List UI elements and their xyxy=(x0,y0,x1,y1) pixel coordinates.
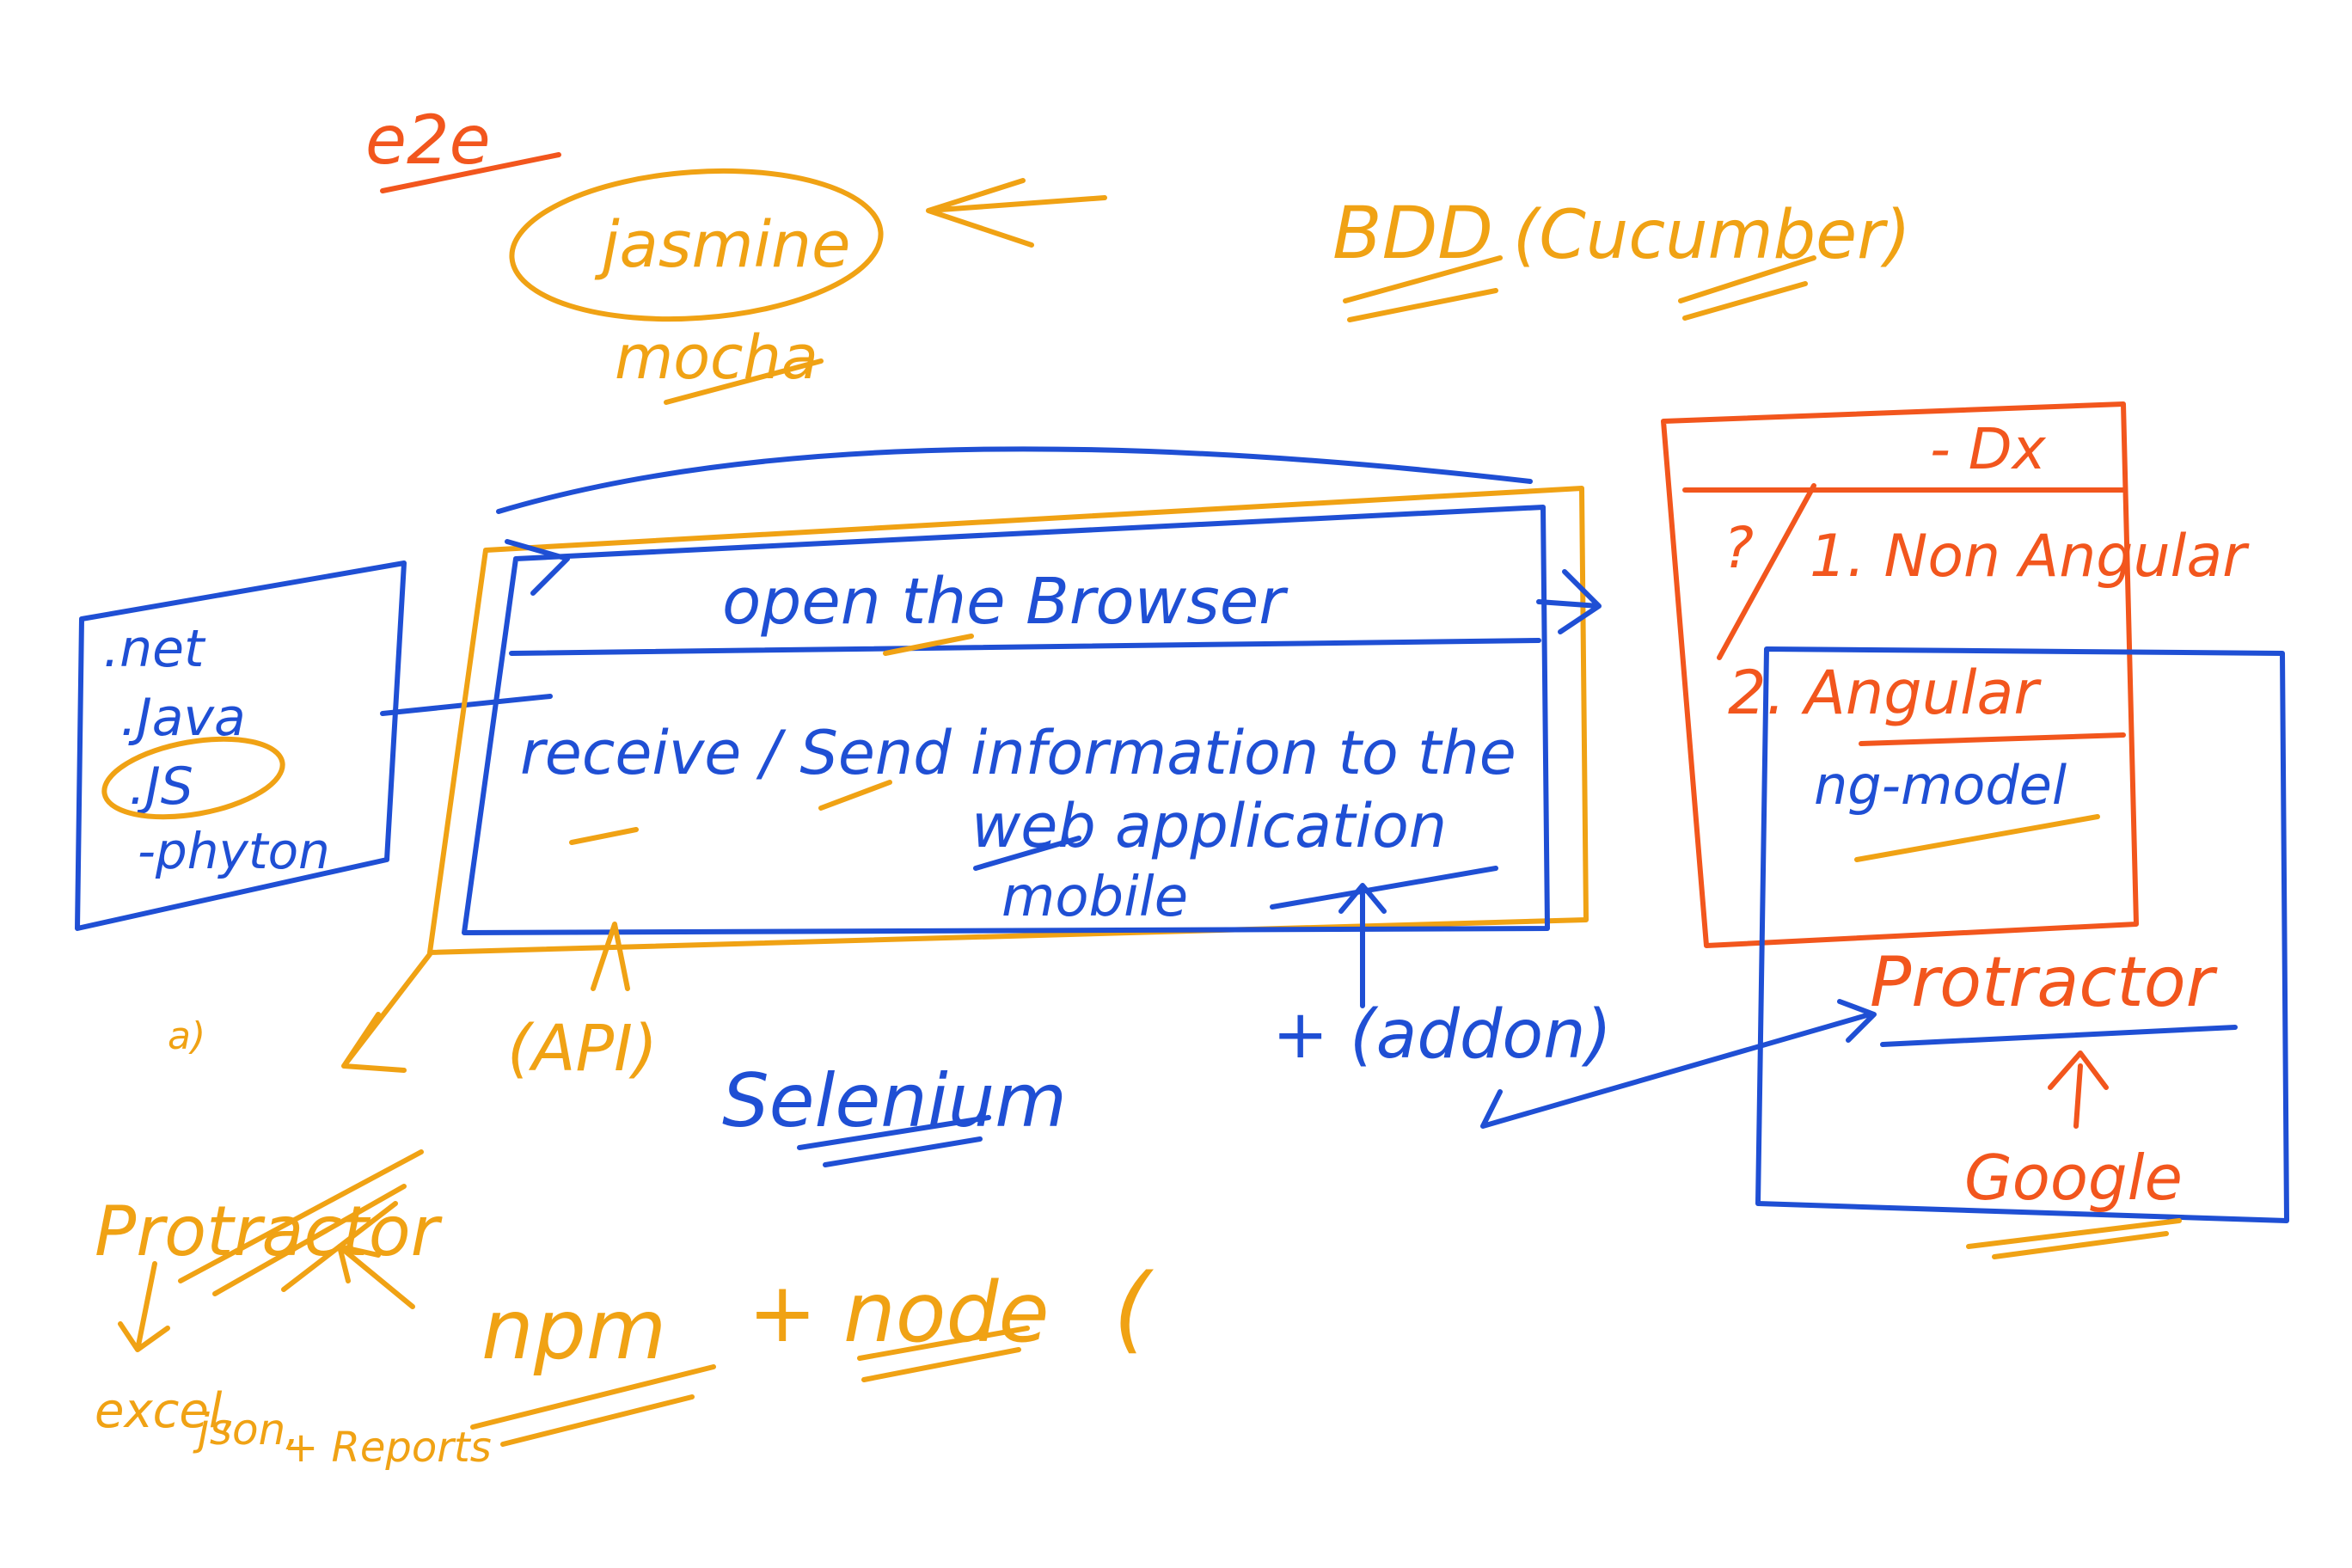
blue-frame xyxy=(1755,646,2289,1223)
protractor-label: Protractor xyxy=(1870,942,2219,1022)
e2e-group: e2e xyxy=(365,102,561,193)
main-line3: mobile xyxy=(1001,866,1188,929)
node-underline xyxy=(857,1326,1030,1382)
bdd-group: BDD (Cucumber) xyxy=(1332,191,1911,322)
bullet-mark: a) xyxy=(168,1014,205,1058)
question-mark: ? xyxy=(1724,515,1754,581)
js-circle xyxy=(101,736,285,820)
e2e-label: e2e xyxy=(365,102,491,180)
api-arrow xyxy=(591,922,630,991)
red-slash xyxy=(1717,483,1816,660)
mocha-underline xyxy=(664,358,824,405)
google-label: Google xyxy=(1964,1142,2183,1214)
google-up-arrow xyxy=(2048,1050,2109,1129)
main-line2: web application xyxy=(971,791,1447,861)
lang-python: -phyton xyxy=(138,822,330,880)
addon-group: + (addon) xyxy=(1272,883,1877,1129)
selenium-underline xyxy=(797,1115,991,1167)
main-blue-frame xyxy=(462,505,1550,935)
main-browser-box: open the Browser receive / Send informat… xyxy=(427,446,1602,955)
right-blue-box: ng-model Protractor Google xyxy=(1755,646,2289,1259)
dx-label: - Dx xyxy=(1930,416,2047,482)
bdd-label: BDD xyxy=(1332,191,1493,275)
languages-box: .net .Java .JS -phyton xyxy=(75,560,553,931)
protractor-arrow xyxy=(341,952,432,1073)
api-label: (API) xyxy=(507,1012,658,1086)
main-orange-frame xyxy=(427,486,1589,955)
npm-label: npm xyxy=(481,1282,666,1378)
jasmine-group: jasmine mocha xyxy=(509,168,1107,405)
web-underline xyxy=(973,836,1081,871)
google-underline xyxy=(1966,1218,2182,1259)
lang-net: .net xyxy=(103,619,206,679)
bdd-underline xyxy=(1343,255,1503,322)
e2e-underline xyxy=(380,152,561,193)
ng-model-underline xyxy=(1854,814,2100,862)
main-right-arrow xyxy=(1536,569,1602,634)
ng-model-label: ng-model xyxy=(1814,754,2067,817)
reports-arrow xyxy=(337,1244,415,1309)
protractor-underline xyxy=(1880,1025,2238,1047)
addon-connector xyxy=(1480,999,1877,1129)
jasmine-circle xyxy=(509,168,884,322)
angular-underline xyxy=(1859,732,2126,746)
title-underline xyxy=(883,634,974,656)
jasmine-arrow xyxy=(926,178,1107,248)
languages-frame xyxy=(75,560,407,931)
bottom-left-group: a) (API) Selenium Protractor excel, json… xyxy=(95,922,1154,1472)
red-frame xyxy=(1661,401,2139,948)
main-title: open the Browser xyxy=(722,565,1289,639)
reports-label: + Reports xyxy=(284,1424,492,1472)
excel-label: excel, xyxy=(95,1383,237,1439)
main-line1: receive / Send information to the xyxy=(520,718,1516,788)
open-paren: ( xyxy=(1113,1253,1154,1363)
node-label: + node xyxy=(748,1265,1050,1361)
item1-label: 1. Non Angular xyxy=(1810,523,2250,591)
json-label: json, xyxy=(193,1405,299,1455)
item2-label: 2. Angular xyxy=(1728,658,2042,728)
addon-label: + (addon) xyxy=(1272,996,1612,1074)
right-red-box: - Dx ? 1. Non Angular 2. Angular xyxy=(1661,401,2250,948)
main-divider xyxy=(509,638,1541,656)
main-left-arrow xyxy=(505,539,570,596)
main-top-arc xyxy=(496,446,1533,514)
selenium-label: Selenium xyxy=(722,1058,1067,1144)
lang-js: .JS xyxy=(129,756,193,817)
addon-up-arrow xyxy=(1338,883,1387,1008)
cucumber-label: (Cucumber) xyxy=(1513,197,1911,274)
excel-arrow xyxy=(118,1261,170,1352)
cucumber-underline xyxy=(1678,255,1816,321)
jasmine-label: jasmine xyxy=(594,208,851,282)
mocha-label: mocha xyxy=(615,322,818,393)
main-orange-ticks xyxy=(569,780,892,845)
mobile-underline xyxy=(1270,866,1498,910)
npm-underline xyxy=(470,1364,716,1447)
